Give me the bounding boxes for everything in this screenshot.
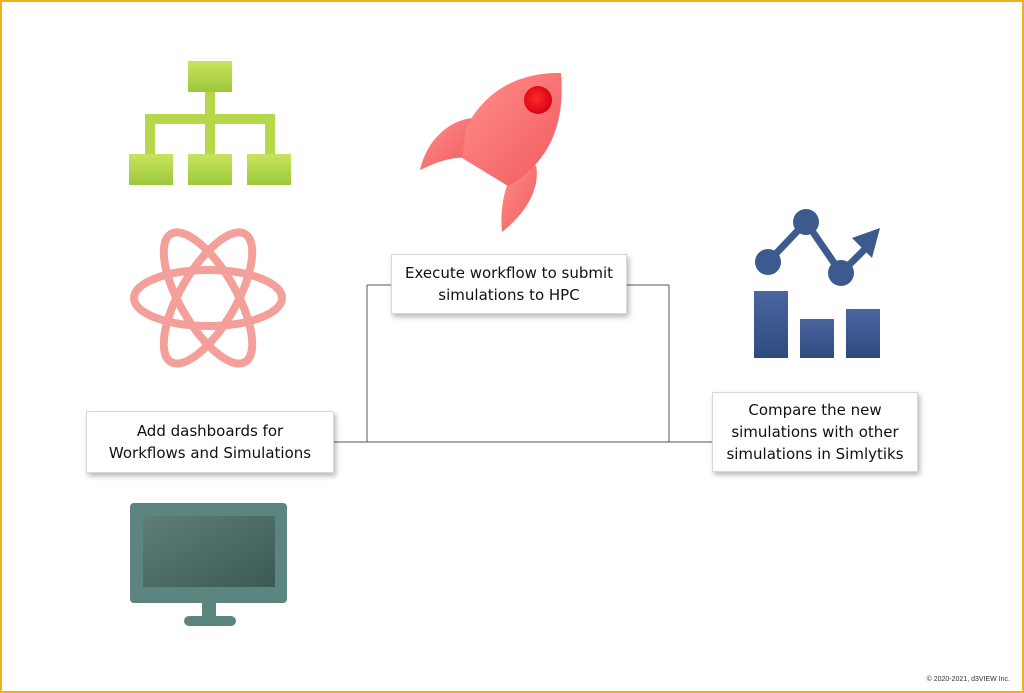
step-compare-simulations: Compare the new simulations with other s…: [712, 392, 918, 472]
step-compare-simulations-line2: simulations with other: [731, 423, 899, 441]
step-add-dashboards-line2: Workflows and Simulations: [108, 444, 312, 462]
step-execute-workflow-line1: Execute workflow to submit: [404, 264, 614, 282]
step-add-dashboards-line1: Add dashboards for: [136, 422, 284, 440]
connector-lines: [334, 284, 712, 443]
atom-icon: [130, 228, 286, 368]
rocket-icon: [420, 72, 562, 232]
copyright-notice: © 2020-2021, d3VIEW Inc.: [926, 676, 1010, 683]
monitor-icon: [130, 503, 287, 626]
chart-trend-icon: [754, 209, 880, 358]
step-compare-simulations-line3: simulations in Simlytiks: [726, 445, 904, 463]
step-compare-simulations-line1: Compare the new: [748, 401, 882, 419]
step-execute-workflow: Execute workflow to submit simulations t…: [391, 254, 627, 314]
step-add-dashboards: Add dashboards for Workflows and Simulat…: [86, 411, 334, 473]
step-execute-workflow-line2: simulations to HPC: [438, 286, 580, 304]
hierarchy-icon: [129, 61, 291, 185]
